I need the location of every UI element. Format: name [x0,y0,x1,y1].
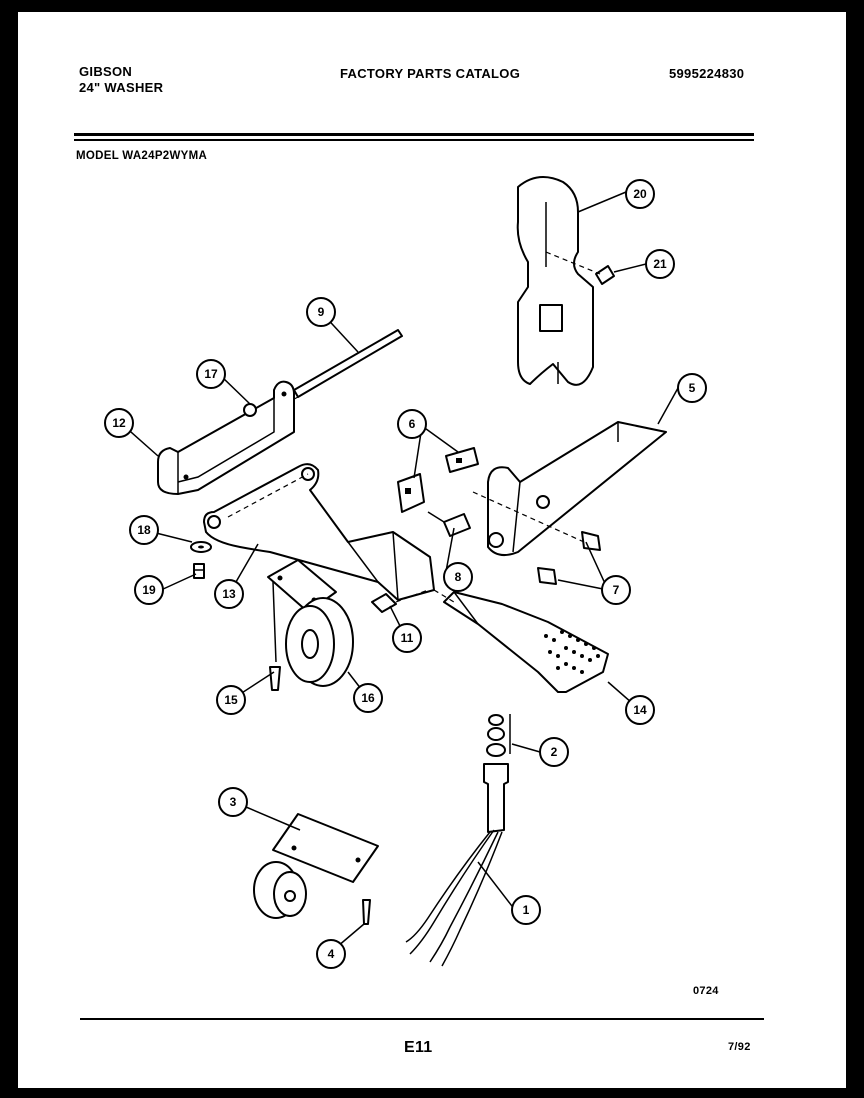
callout-4-label: 4 [328,947,335,961]
callout-1: 1 [511,895,541,925]
callout-1-label: 1 [523,903,530,917]
callout-3: 3 [218,787,248,817]
part-1-hose [405,763,509,967]
callout-12: 12 [104,408,134,438]
part-12-hinge-bracket [157,380,295,495]
part-2-grommet [486,714,511,757]
callout-6: 6 [397,409,427,439]
callout-15: 15 [216,685,246,715]
callout-19: 19 [134,575,164,605]
callout-4: 4 [316,939,346,969]
part-7-pin [472,491,601,585]
callout-13-label: 13 [222,587,236,601]
callout-18: 18 [129,515,159,545]
callout-5-label: 5 [689,381,696,395]
page-code: E11 [404,1039,433,1056]
callout-20-label: 20 [633,187,647,201]
callout-17-label: 17 [204,367,218,381]
callout-14-label: 14 [633,703,647,717]
callout-3-label: 3 [230,795,237,809]
callout-15-label: 15 [224,693,238,707]
product-name: 24" WASHER [79,80,164,95]
page-date: 7/92 [728,1041,751,1053]
model-label: MODEL WA24P2WYMA [76,150,208,162]
brand-name: GIBSON [79,64,133,79]
callout-5: 5 [677,373,707,403]
callout-6-label: 6 [409,417,416,431]
part-18-washer [190,541,212,553]
part-21-screw [545,251,615,285]
callout-12-label: 12 [112,416,126,430]
part-16-caster [267,559,354,687]
callout-21-label: 21 [653,257,667,271]
callout-11: 11 [392,623,422,653]
part-11-screw [371,589,429,613]
catalog-part-number: 5995224830 [669,66,745,81]
callout-8-label: 8 [455,570,462,584]
callout-9: 9 [306,297,336,327]
drawing-code: 0724 [693,985,719,997]
callout-18-label: 18 [137,523,151,537]
callout-11-label: 11 [401,631,414,645]
callout-21: 21 [645,249,675,279]
callout-20: 20 [625,179,655,209]
header-rule-thick [74,133,754,136]
callout-16-label: 16 [361,691,375,705]
callout-7-label: 7 [613,583,620,597]
footer-rule [80,1018,764,1020]
callout-17: 17 [196,359,226,389]
callout-8: 8 [443,562,473,592]
callout-9-label: 9 [318,305,325,319]
parts-sheet: GIBSON 24" WASHER FACTORY PARTS CATALOG … [18,12,846,1088]
header-rule-thin [74,139,754,141]
part-14-foot-pedal [433,589,609,693]
part-15-screw [269,666,281,691]
catalog-title: FACTORY PARTS CATALOG [340,66,521,81]
callout-2-label: 2 [551,745,558,759]
callout-7: 7 [601,575,631,605]
callout-14: 14 [625,695,655,725]
callout-2: 2 [539,737,569,767]
callout-19-label: 19 [142,583,156,597]
callout-13: 13 [214,579,244,609]
exploded-parts-diagram: 20 21 9 5 17 12 6 18 8 19 13 7 11 15 16 … [104,176,707,969]
part-19-screw [193,563,205,579]
part-13-arm [203,463,435,601]
part-8-shim [397,447,479,537]
part-20-bracket-plate [516,176,594,386]
part-5-pedal-arm [487,421,667,557]
part-4-screw [362,899,371,925]
callout-16: 16 [353,683,383,713]
part-3-caster-bracket [253,813,379,919]
